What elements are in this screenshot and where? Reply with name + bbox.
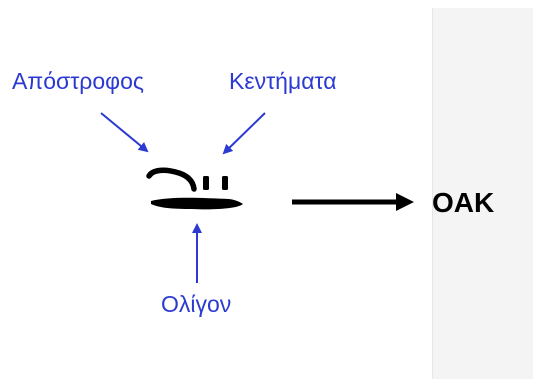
arrow-apostrophe [100,112,149,153]
result-text: OAK [432,187,494,218]
neume-dot-2 [222,176,228,190]
neume-glyph [146,167,243,210]
result-arrow [292,193,414,211]
neume-dot-1 [203,176,209,190]
neume-oligon-stroke [151,197,243,210]
label-apostrophe: Απόστροφος [12,68,144,94]
label-oligon: Ολίγον [161,291,231,317]
neume-apostrophe-stroke [146,167,197,192]
arrow-dots [222,112,266,155]
label-dots: Κεντήματα [229,68,337,94]
right-panel [432,8,533,379]
